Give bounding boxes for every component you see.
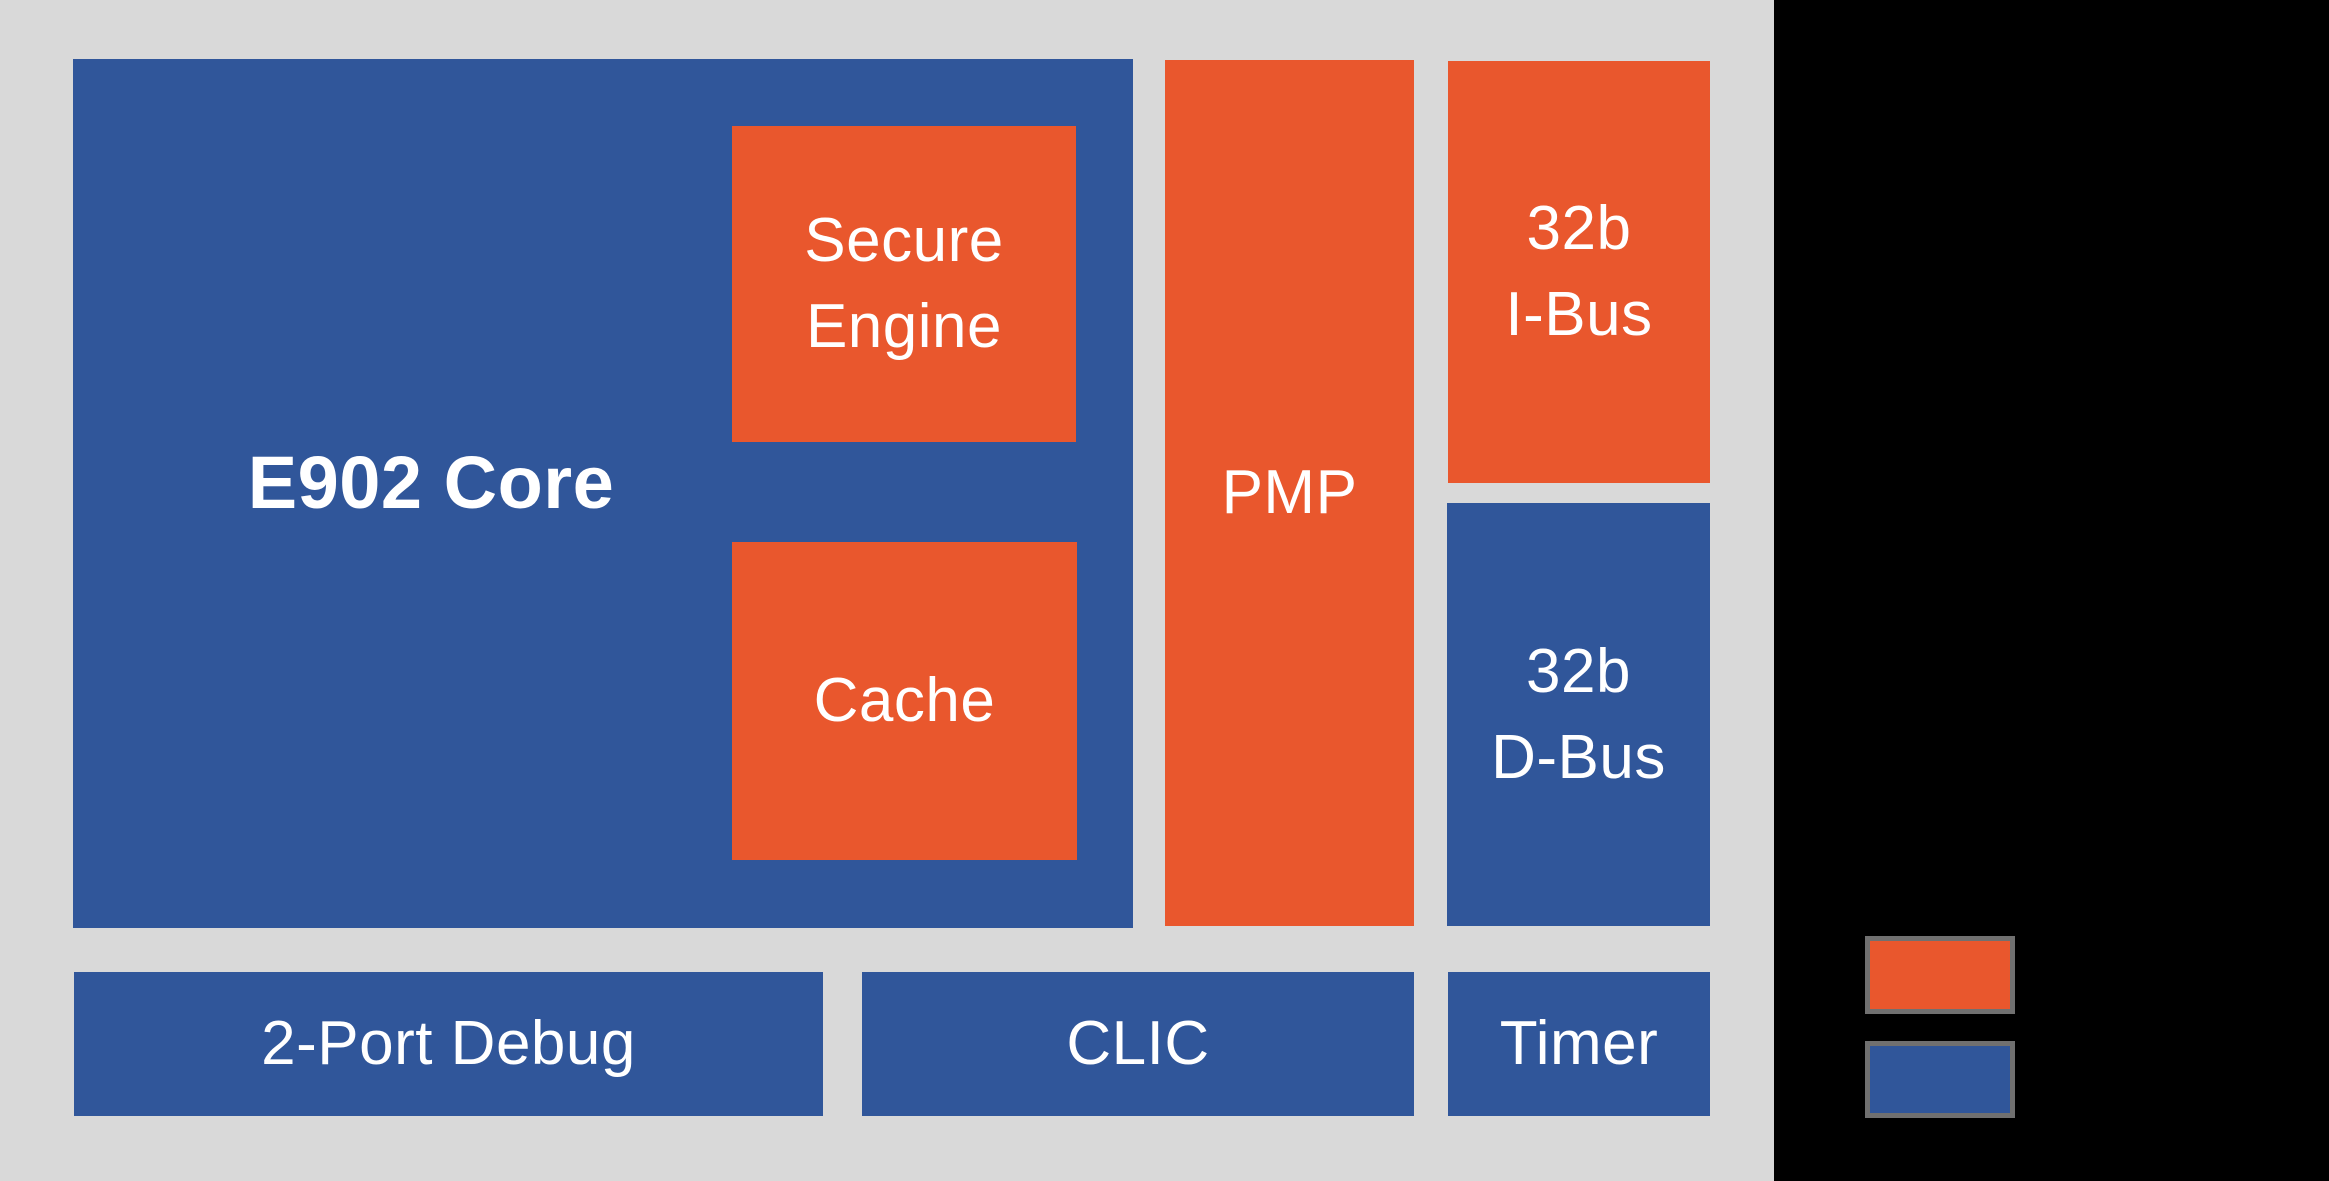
right-black-panel [1774,0,2329,1181]
pmp-label: PMP [1221,458,1358,528]
block-pmp: PMP [1165,60,1414,926]
clic-label: CLIC [1066,1009,1210,1079]
block-cache: Cache [732,542,1077,860]
d-bus-label: 32b D-Bus [1491,636,1666,792]
secure-engine-label: Secure Engine [804,206,1004,361]
legend-orange-swatch [1865,936,2015,1014]
block-clic: CLIC [862,972,1414,1116]
block-32b-d-bus: 32b D-Bus [1447,503,1710,926]
e902-core-label: E902 Core [247,440,615,524]
block-secure-engine: Secure Engine [732,126,1076,442]
debug-label: 2-Port Debug [261,1009,636,1079]
block-32b-i-bus: 32b I-Bus [1448,61,1710,483]
block-2-port-debug: 2-Port Debug [74,972,823,1116]
cache-label: Cache [813,666,996,736]
timer-label: Timer [1499,1009,1659,1079]
legend-blue-swatch [1865,1041,2015,1118]
block-timer: Timer [1448,972,1710,1116]
i-bus-label: 32b I-Bus [1505,194,1653,349]
